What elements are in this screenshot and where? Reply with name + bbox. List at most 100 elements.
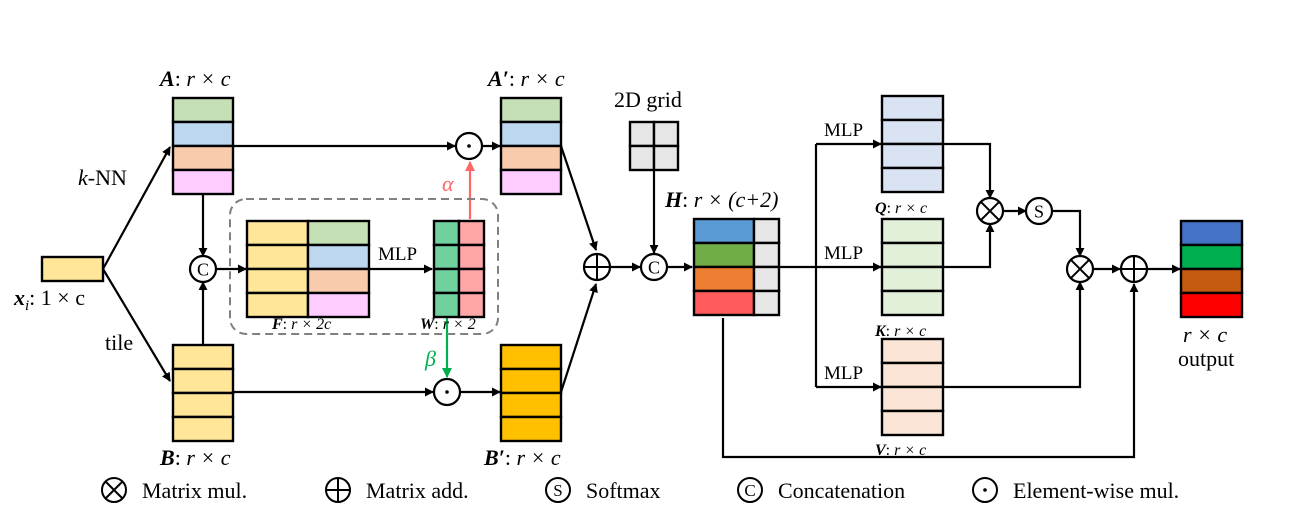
matrix-h	[692, 217, 781, 317]
knn-label: k-NN	[78, 165, 127, 190]
matrix-k-row	[880, 265, 945, 293]
matrix-w-alpha-cell	[457, 243, 486, 271]
matrix-aprime-row	[499, 96, 563, 124]
matrix-w-beta-cell	[432, 219, 461, 247]
matrix-a-label: A: r × c	[158, 66, 231, 91]
matrix-v-label: V: r × c	[875, 442, 926, 459]
alpha-label: α	[442, 171, 454, 196]
svg-text:S: S	[553, 481, 562, 500]
matrix-h-feature-cell	[692, 289, 756, 317]
matrix-h-feature-cell	[692, 241, 756, 269]
grid-cell	[628, 120, 656, 148]
concat-operator-grid: C	[639, 252, 669, 282]
svg-text:C: C	[744, 481, 755, 500]
matrix-b	[171, 343, 235, 443]
edge-k-mul1	[943, 223, 995, 269]
matrix-f-right-cell	[306, 267, 371, 295]
matrix-f-right-cell	[306, 291, 371, 319]
concat-operator-ab: C	[188, 254, 218, 284]
input-label: xi: 1 × c	[13, 285, 85, 314]
matrix-v-row	[880, 409, 945, 437]
matrix-a-row	[171, 144, 235, 172]
matrix-a-row	[171, 96, 235, 124]
matrix-q-row	[880, 94, 945, 122]
matrix-w-label: W: r × 2	[420, 316, 476, 333]
tile-label: tile	[105, 330, 133, 355]
matrix-v-row	[880, 337, 945, 365]
connectors	[102, 139, 1181, 459]
mlp-label-q: MLP	[824, 120, 863, 141]
matrix-q-row	[880, 166, 945, 194]
matrix-output-row	[1179, 291, 1244, 319]
svg-text:C: C	[197, 260, 209, 280]
matrix-k-label: K: r × c	[874, 323, 926, 340]
matrix-h-feature-cell	[692, 265, 756, 293]
matrix-bprime-row	[499, 415, 563, 443]
grid-cell	[652, 144, 680, 172]
matrix-f-left-cell	[245, 291, 310, 319]
matrix-output-row	[1179, 267, 1244, 295]
matrix-w-alpha-cell	[457, 291, 486, 319]
matrix-h-feature-cell	[692, 217, 756, 245]
legend-item: Matrix add.	[325, 477, 469, 503]
softmax-icon: S	[545, 477, 571, 503]
matrix-h-grid-cell	[752, 217, 781, 245]
legend-label: Softmax	[586, 478, 661, 503]
matrix-f	[245, 219, 371, 319]
matrix-b-label: B: r × c	[159, 445, 231, 470]
matrix-bprime	[499, 343, 563, 443]
matrix-a-row	[171, 120, 235, 148]
matrix-h-label: H: r × (c+2)	[664, 187, 778, 212]
weight-module-box	[229, 198, 499, 335]
matrix-w-beta-cell	[432, 243, 461, 271]
edge-v-mul2	[943, 281, 1085, 389]
matrix-h-grid-cell	[752, 289, 781, 317]
beta-label: β	[424, 346, 436, 371]
edge-q-mul1	[943, 142, 995, 199]
grid-cell	[628, 144, 656, 172]
matrix-add-icon	[325, 477, 351, 503]
concatenation-icon: C	[737, 477, 763, 503]
matrix-b-row	[171, 367, 235, 395]
matrix-bprime-label: B′: r × c	[483, 445, 561, 470]
matrix-output	[1179, 219, 1244, 319]
matrix-w-alpha-cell	[457, 219, 486, 247]
legend: Matrix mul. Matrix add. S Softmax C Concatena…	[101, 477, 1179, 503]
edge-softmax-mul2	[1052, 209, 1085, 257]
legend-item: Matrix mul.	[101, 477, 247, 503]
legend-label: Matrix add.	[366, 478, 469, 503]
matrix-f-label: F: r × 2c	[271, 316, 331, 333]
matrix-v-row	[880, 385, 945, 413]
edge-bprime-plus	[559, 283, 598, 393]
matrix-mul-icon	[101, 477, 127, 503]
matrix-q-row	[880, 118, 945, 146]
matrix-output-row	[1179, 243, 1244, 271]
matrix-aprime-row	[499, 120, 563, 148]
matrix-f-left-cell	[245, 219, 310, 247]
matrix-aprime-label: A′: r × c	[486, 66, 565, 91]
matrix-q	[880, 94, 945, 194]
matrix-w-alpha-cell	[457, 267, 486, 295]
grid-2d	[628, 120, 680, 172]
matmul-operator-v	[1065, 254, 1095, 284]
matrix-a	[171, 96, 235, 196]
svg-text:C: C	[648, 258, 660, 278]
edge-aprime-plus	[559, 145, 598, 251]
matrix-aprime	[499, 96, 563, 196]
add-operator-ab	[582, 252, 612, 282]
legend-label: Concatenation	[778, 478, 905, 503]
grid-label: 2D grid	[614, 87, 682, 112]
matrix-k-row	[880, 217, 945, 245]
matrix-h-grid-cell	[752, 241, 781, 269]
matrix-w	[432, 219, 486, 319]
elementwise-mul-icon	[972, 477, 998, 503]
matrix-output-row	[1179, 219, 1244, 247]
edge-tile	[102, 268, 171, 382]
output-caption: output	[1178, 346, 1234, 371]
matrix-v	[880, 337, 945, 437]
mlp-label-k: MLP	[824, 243, 863, 264]
matmul-operator-qk	[975, 196, 1005, 226]
matrix-bprime-row	[499, 367, 563, 395]
edge-knn	[102, 146, 171, 270]
